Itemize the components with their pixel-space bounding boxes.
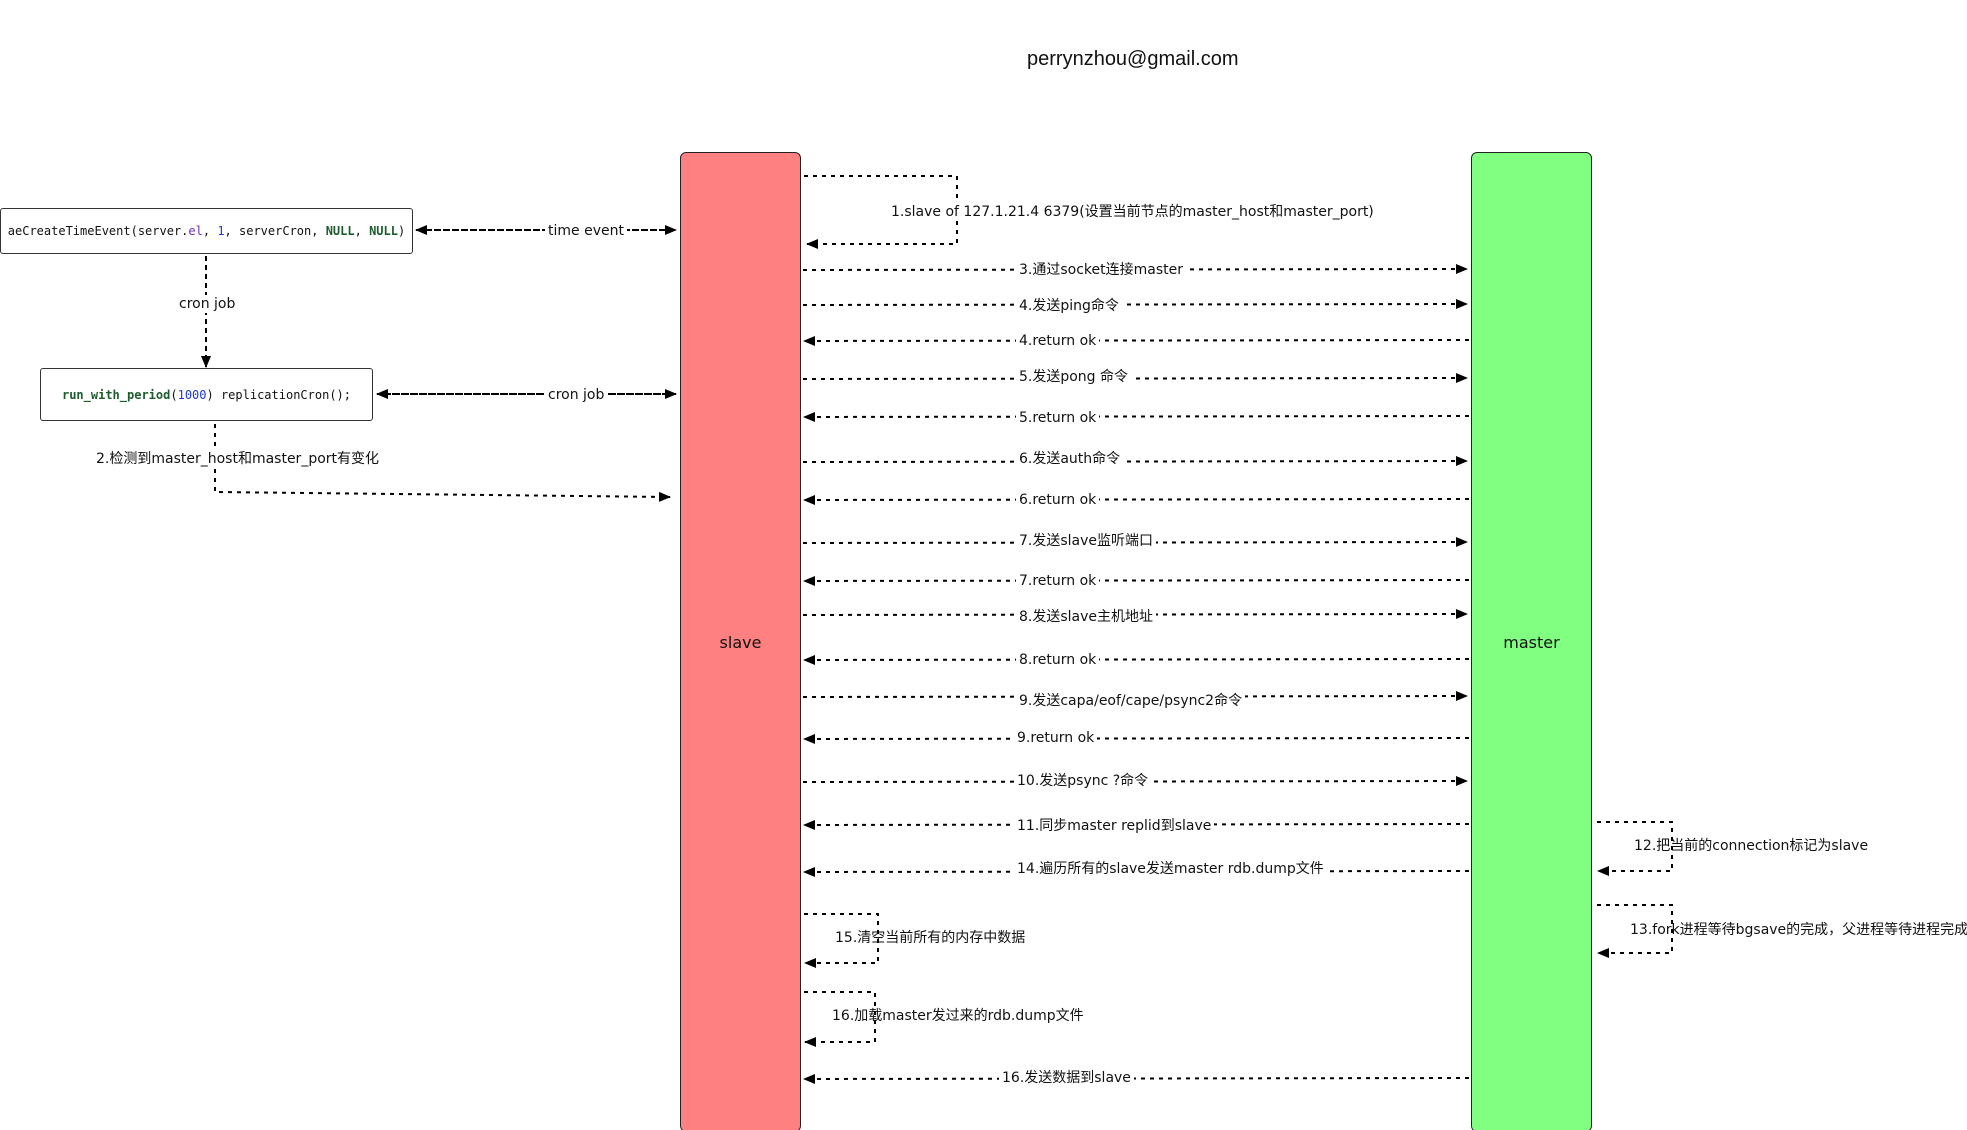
msg-arrow-16 [803,1073,1470,1084]
msg-16-load-rdb: 16.加载master发过来的rdb.dump文件 [832,1008,1084,1024]
msg-6-return: 6.return ok [1016,491,1100,509]
msg-arrow-1 [802,299,1468,310]
msg-arrow-5 [802,456,1468,467]
msg-7-return: 7.return ok [1016,572,1100,590]
msg-5-pong: 5.发送pong 命令 [1016,368,1132,386]
msg-5-return: 5.return ok [1016,409,1100,427]
slave-lane: slave [680,152,801,1130]
time-event-label: time event [545,222,627,240]
cron-job-down-label: cron job [176,295,239,313]
msg-15-flush: 15.清空当前所有的内存中数据 [835,930,1026,946]
master-lane-label: master [1503,632,1560,652]
msg-7-port: 7.发送slave监听端口 [1016,532,1157,550]
msg-9-return: 9.return ok [1014,729,1098,747]
author-email: perrynzhou@gmail.com [1027,48,1239,70]
msg-12-self-loop [1597,821,1673,876]
msg-15-self-loop [804,913,879,968]
cron-job-right-label: cron job [545,386,608,404]
cron-code-box: run_with_period(1000) replicationCron(); [40,368,373,421]
msg-arrow-3 [802,373,1468,384]
msg-arrow-12 [803,733,1470,744]
msg-6-auth: 6.发送auth命令 [1016,450,1124,468]
time-event-code-box: aeCreateTimeEvent(server.el, 1, serverCr… [0,208,413,254]
msg-arrow-6 [803,494,1470,505]
msg-arrow-4 [803,411,1470,422]
msg-13-self-loop [1597,904,1673,958]
msg-3-connect: 3.通过socket连接master [1016,261,1186,279]
msg-16-self-loop [804,991,876,1047]
msg-arrow-14 [803,819,1470,830]
msg-arrow-11 [802,691,1468,702]
msg-1-slaveof: 1.slave of 127.1.21.4 6379(设置当前节点的master… [888,203,1377,221]
time-event-code: aeCreateTimeEvent(server.el, 1, serverCr… [7,224,406,238]
msg-14-send-rdb: 14.遍历所有的slave发送master rdb.dump文件 [1014,860,1327,878]
msg-arrow-10 [803,654,1470,665]
msg-8-return: 8.return ok [1016,651,1100,669]
msg-arrow-8 [803,575,1470,586]
detect-change-arrow [214,424,671,502]
msg-4-return: 4.return ok [1016,332,1100,350]
msg-9-capa: 9.发送capa/eof/cape/psync2命令 [1016,692,1246,710]
msg-arrow-7 [802,537,1468,548]
msg-arrow-13 [802,776,1468,787]
msg-10-psync: 10.发送psync ?命令 [1014,772,1152,790]
slave-lane-label: slave [719,632,762,652]
msg-arrow-0 [802,264,1468,275]
master-lane: master [1471,152,1592,1130]
msg-13-fork-bgsave: 13.fork进程等待bgsave的完成，父进程等待进程完成 [1630,922,1967,938]
msg-arrow-9 [802,609,1468,620]
detect-change-label: 2.检测到master_host和master_port有变化 [93,450,383,468]
msg-12-mark-slave: 12.把当前的connection标记为slave [1634,838,1869,854]
msg-arrow-15 [803,866,1470,877]
msg-arrow-2 [803,335,1470,346]
msg-8-host: 8.发送slave主机地址 [1016,608,1157,626]
msg-11-replid: 11.同步master replid到slave [1014,817,1215,835]
msg-4-ping: 4.发送ping命令 [1016,297,1122,315]
msg-16-send-data: 16.发送数据到slave [999,1069,1134,1087]
cron-code: run_with_period(1000) replicationCron(); [61,387,351,402]
